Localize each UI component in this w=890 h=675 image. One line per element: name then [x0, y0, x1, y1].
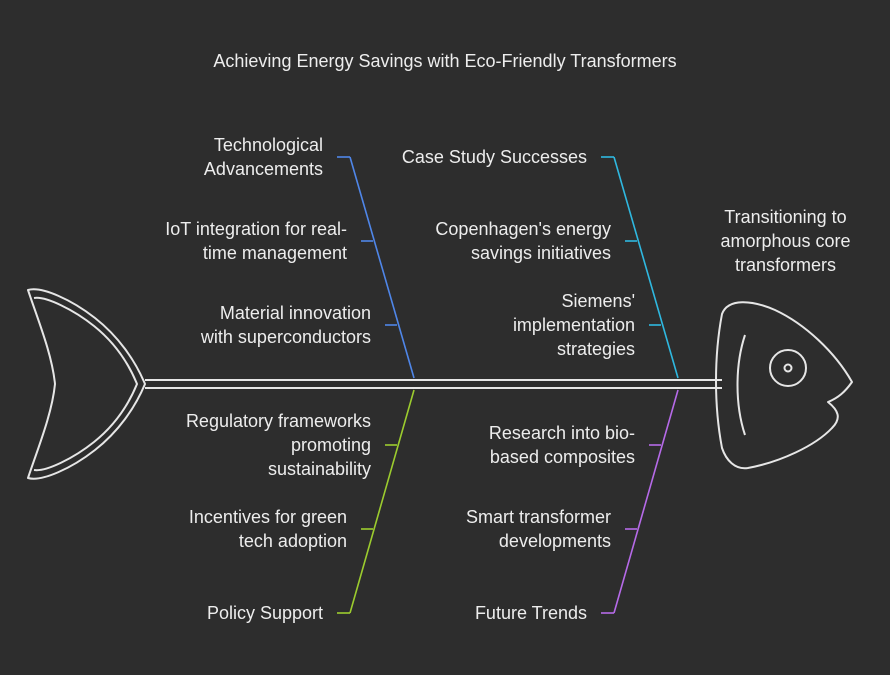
cause-label-smart: Smart transformer developments [465, 507, 611, 551]
fish-spine [145, 379, 722, 389]
category-label-technological: Technological Advancements [203, 135, 323, 179]
diagram-title: Achieving Energy Savings with Eco-Friend… [213, 51, 677, 71]
cause-label-copenhagen: Copenhagen's energy savings initiatives [435, 219, 611, 263]
category-label-case-study: Case Study Successes [401, 147, 587, 167]
bone-line [613, 156, 679, 379]
cause-label-incentives: Incentives for green tech adoption [188, 507, 347, 551]
cause-label-siemens: Siemens' implementation strategies [512, 291, 635, 359]
cause-label-iot: IoT integration for real- time managemen… [165, 219, 347, 263]
fish-tail-icon [27, 288, 146, 480]
category-label-policy: Policy Support [206, 603, 323, 623]
bone-line [349, 389, 415, 614]
bone-future [601, 389, 679, 614]
category-label-future: Future Trends [474, 603, 587, 623]
bone-case-study [601, 156, 679, 379]
bone-line [349, 156, 415, 379]
cause-label-material: Material innovation with superconductors [200, 303, 371, 347]
bone-line [613, 389, 679, 614]
fish-head-icon [715, 301, 853, 470]
cause-label-research: Research into bio- based composites [488, 423, 635, 467]
bone-technological [337, 156, 415, 379]
effect-label: Transitioning to amorphous core transfor… [720, 207, 851, 275]
cause-label-regulatory: Regulatory frameworks promoting sustaina… [185, 411, 371, 479]
bone-policy [337, 389, 415, 614]
